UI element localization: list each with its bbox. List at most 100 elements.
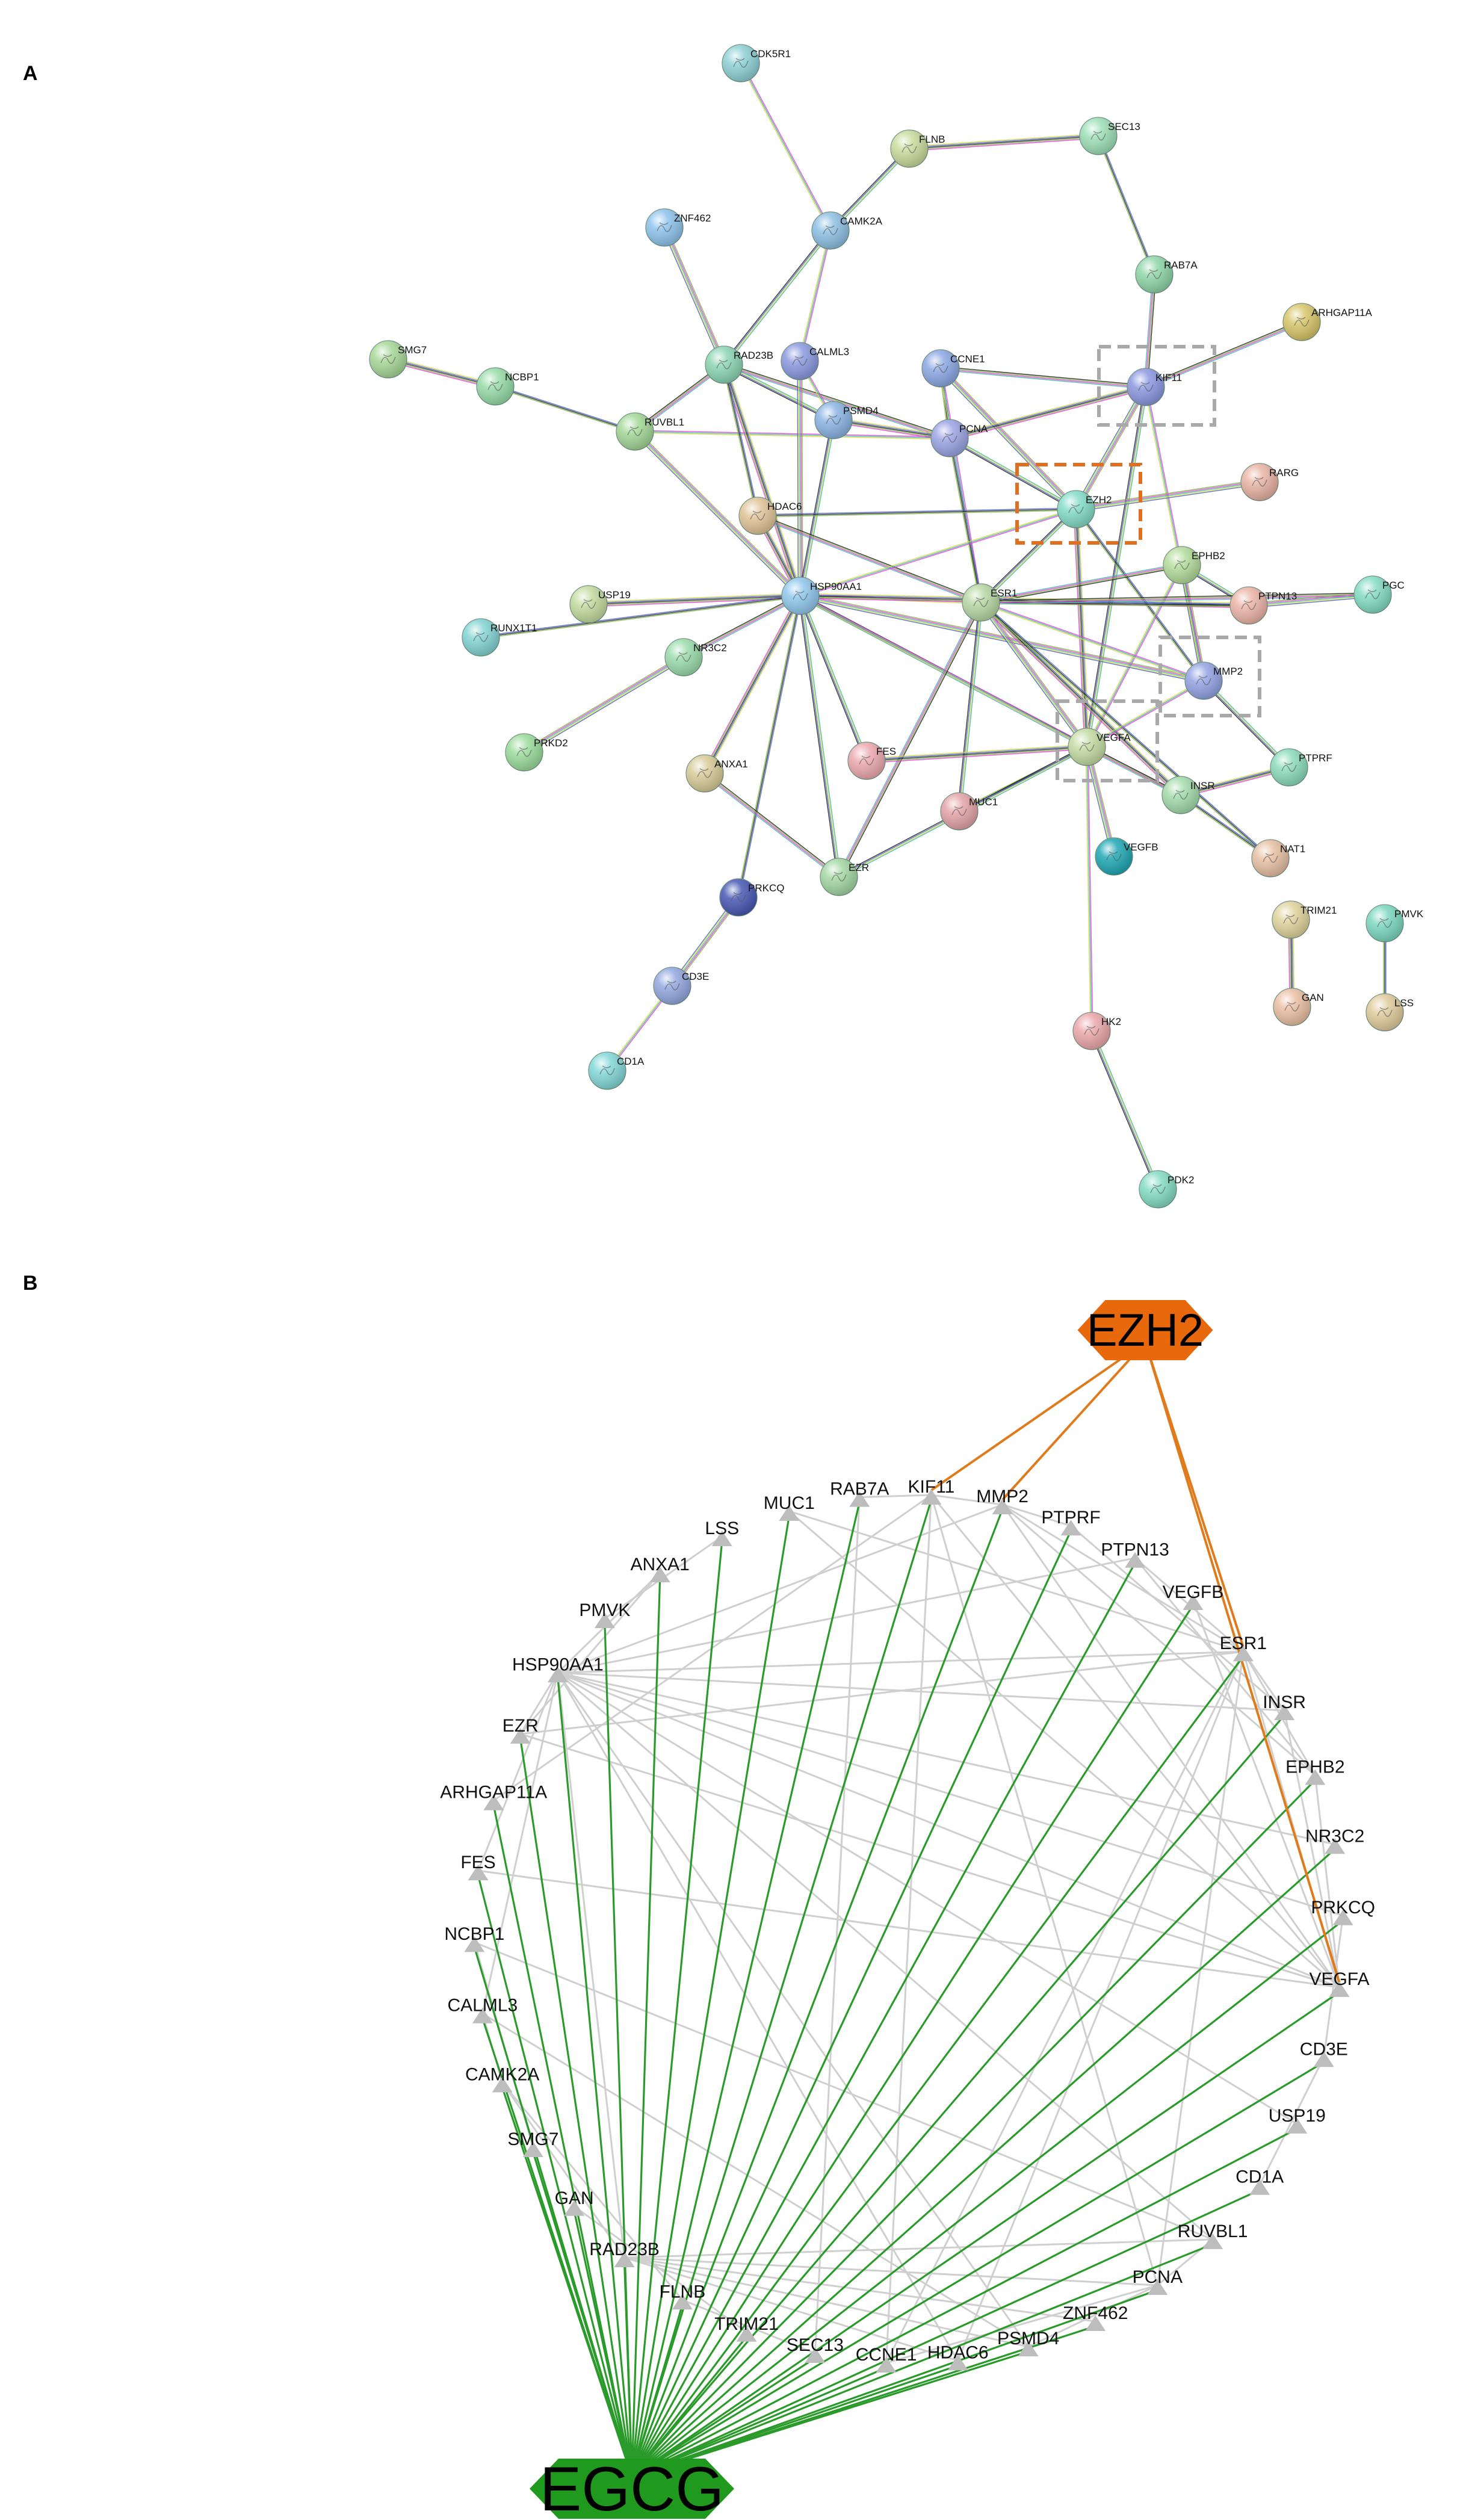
node-cdk5r1-label: CDK5R1 xyxy=(750,48,791,60)
egcg-edge-ptprf xyxy=(631,1530,1072,2477)
edge-mmp2-ptprf xyxy=(1202,679,1291,769)
b-edge-ccne1-pcna xyxy=(886,2284,1158,2364)
ring-node-cd3e-triangle xyxy=(1313,2051,1334,2067)
node-psmd4-structure-icon xyxy=(826,415,841,425)
node-pcna-structure-icon xyxy=(942,433,957,443)
ring-node-ncbp1-triangle xyxy=(464,1936,485,1952)
node-smg7-shine xyxy=(370,341,407,378)
node-pdk2-label: PDK2 xyxy=(1168,1174,1194,1186)
node-hk2-shine xyxy=(1073,1012,1110,1050)
node-usp19-label: USP19 xyxy=(598,589,631,601)
ring-node-fes: FES xyxy=(460,1853,496,1881)
ring-node-ptpn13-label: PTPN13 xyxy=(1101,1540,1169,1560)
edge-hsp90aa1-mmp2 xyxy=(800,593,1204,684)
b-edge-hsp90aa1-insr xyxy=(557,1671,1285,1712)
edge-rad23b-psmd4 xyxy=(723,362,835,423)
node-calml3: CALML3 xyxy=(781,342,849,380)
ring-node-psmd4: PSMD4 xyxy=(997,2329,1059,2357)
node-flnb-label: FLNB xyxy=(919,134,945,145)
b-edge-psmd4-pcna xyxy=(1028,2284,1158,2348)
node-mmp2-label: MMP2 xyxy=(1213,666,1243,677)
panel-a-letter: A xyxy=(23,62,38,85)
node-ptpn13: PTPN13 xyxy=(1229,586,1297,625)
node-pmvk: PMVK xyxy=(1365,904,1424,943)
b-edge-hsp90aa1-ezr xyxy=(519,1672,559,1735)
node-gan-label: GAN xyxy=(1302,992,1324,1003)
node-insr: INSR xyxy=(1161,776,1215,814)
b-edge-hsp90aa1-esr1 xyxy=(557,1650,1243,1674)
node-anxa1: ANXA1 xyxy=(685,754,748,793)
egcg-edge-arhgap11a xyxy=(492,1805,633,2477)
node-prkcq-label: PRKCQ xyxy=(748,882,784,894)
node-nr3c2: NR3C2 xyxy=(664,638,727,676)
node-nr3c2-label: NR3C2 xyxy=(693,642,727,654)
egcg-edge-usp19 xyxy=(631,2128,1297,2478)
egcg-edge-pcna xyxy=(631,2289,1158,2478)
edge-ruvbl1-hsp90aa1 xyxy=(632,429,803,598)
ring-node-flnb-label: FLNB xyxy=(660,2282,706,2302)
egcg-edge-ncbp1 xyxy=(473,1946,633,2477)
egcg-edge-trim21 xyxy=(631,2336,747,2478)
panel-b-ezh2-edges xyxy=(930,1341,1341,1983)
node-mmp2-shine xyxy=(1185,662,1222,699)
ring-node-trim21: TRIM21 xyxy=(714,2314,779,2342)
b-edge-sec13-rab7a xyxy=(814,1497,861,2354)
ring-node-nr3c2-triangle xyxy=(1325,1838,1346,1854)
ring-node-ncbp1: NCBP1 xyxy=(444,1924,504,1952)
ring-node-hdac6-triangle xyxy=(947,2354,968,2371)
ring-node-flnb: FLNB xyxy=(660,2282,706,2310)
egcg-edge-ptpn13 xyxy=(631,1562,1136,2477)
ring-node-vegfb-label: VEGFB xyxy=(1163,1582,1224,1602)
ring-node-sec13: SEC13 xyxy=(787,2335,844,2364)
node-prkd2: PRKD2 xyxy=(505,733,568,772)
node-kif11: KIF11 xyxy=(1127,368,1182,406)
edge-ptpn13-pgc xyxy=(1248,592,1373,608)
edge-ccne1-ezh2 xyxy=(938,366,1078,512)
ring-node-pmvk-label: PMVK xyxy=(579,1600,630,1620)
egcg-edge-ephb2 xyxy=(631,1779,1316,2478)
ring-node-kif11-label: KIF11 xyxy=(908,1477,955,1497)
edge-ephb2-mmp2 xyxy=(1179,565,1207,681)
ring-node-hdac6: HDAC6 xyxy=(927,2342,989,2371)
edge-pcna-kif11 xyxy=(948,384,1147,441)
edge-ncbp1-ruvbl1 xyxy=(495,385,636,433)
node-ncbp1-shine xyxy=(477,368,514,405)
ring-node-hsp90aa1-label: HSP90AA1 xyxy=(512,1655,604,1674)
ring-node-rad23b-triangle xyxy=(614,2251,635,2267)
node-cd3e-structure-icon xyxy=(664,980,680,991)
egcg-edge-fes xyxy=(477,1875,633,2477)
egcg-hub-label: EGCG xyxy=(540,2454,724,2520)
edge-kif11-mmp2 xyxy=(1144,386,1205,681)
node-hk2-structure-icon xyxy=(1084,1026,1100,1036)
b-edge-vegfa-ezr xyxy=(520,1733,1340,1989)
edge-ezh2-vegfa xyxy=(1073,509,1090,748)
node-cd3e-label: CD3E xyxy=(682,971,709,982)
ring-node-calml3-label: CALML3 xyxy=(447,1996,518,2016)
node-kif11-structure-icon xyxy=(1138,382,1154,392)
ring-node-cd1a-label: CD1A xyxy=(1236,2167,1284,2187)
node-rad23b-shine xyxy=(705,346,743,383)
ring-node-camk2a: CAMK2A xyxy=(465,2064,539,2093)
egcg-edge-ruvbl1 xyxy=(631,2243,1213,2478)
ezh2-edge-kif11 xyxy=(930,1341,1146,1491)
ring-node-esr1: ESR1 xyxy=(1220,1633,1267,1662)
egcg-edge-muc1 xyxy=(631,1515,790,2477)
node-trim21-structure-icon xyxy=(1283,914,1299,924)
edge-sec13-rab7a xyxy=(1096,135,1156,275)
ring-node-ezr-triangle xyxy=(510,1728,531,1744)
edge-esr1-mmp2 xyxy=(980,601,1204,683)
vegfa-highlight-box xyxy=(1056,699,1159,782)
node-rad23b: RAD23B xyxy=(705,345,773,384)
node-rab7a-shine xyxy=(1136,256,1173,293)
node-ptpn13-label: PTPN13 xyxy=(1258,590,1297,602)
node-vegfa: VEGFA xyxy=(1068,728,1131,766)
edge-camk2a-calml3 xyxy=(798,230,832,362)
egcg-edge-ezr xyxy=(519,1738,633,2477)
b-edge-cd3e-cd1a xyxy=(1258,2057,1325,2186)
ring-node-kif11: KIF11 xyxy=(908,1477,955,1505)
node-ncbp1: NCBP1 xyxy=(476,367,539,406)
b-edge-pcna-kif11 xyxy=(930,1494,1158,2286)
